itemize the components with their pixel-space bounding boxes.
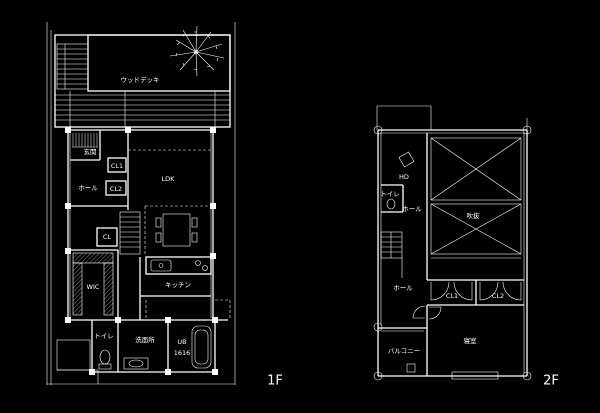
label-closet-2-2f: CL2 [492,292,504,300]
label-entrance: 玄関 [84,147,97,156]
label-closet-1: CL1 [111,162,123,170]
label-toilet-1f: トイレ [94,332,114,340]
label-kitchen: キッチン [165,281,191,289]
floor-1-plan: ウッドデッキ [46,22,283,389]
walk-in-closet-shelving [70,249,119,320]
label-bedroom: 寝室 [464,336,478,345]
entrance-area [70,130,101,161]
label-washroom: 洗面所 [135,335,155,344]
floor-1-entry-step [56,339,99,384]
ldk-dashed-lines [144,205,211,255]
bedroom-window-bench [451,371,499,380]
label-closet-1-2f: CL1 [446,292,458,300]
label-walk-in-closet: WIC [87,283,100,291]
label-balcony: バルコニー [388,347,420,355]
floor-1-staircase [119,211,141,255]
site-boundary [46,22,236,385]
floor-1-exterior-walls [66,129,228,373]
label-toilet-2f: トイレ [380,190,400,198]
floor-2-posts [373,125,532,381]
label-hall-lower: ホール [393,284,413,292]
closet-box [96,227,118,247]
dining-table-with-chairs [155,213,198,247]
floor-1-level-label: 1F [267,374,283,389]
balcony-area [381,330,424,373]
palm-tree-symbol [169,25,225,77]
label-unit-bath: UB [177,338,186,346]
deck-steps [56,43,89,90]
label-wood-deck: ウッドデッキ [121,75,160,84]
hall-partition-walls [70,130,211,210]
void-atrium [430,137,522,259]
floor-2-toilet-fixture [386,198,396,210]
label-void: 吹抜 [467,211,481,220]
bedroom-door-swing [412,305,442,320]
floor-2-plan: HD 吹抜 トイレ ホール ホール [373,105,559,389]
closet-2-box [105,180,127,196]
floor-2-closet-doors [430,281,522,301]
floor-2-exterior-walls [377,129,528,377]
label-hall-upper: ホール [402,205,422,213]
closet-1-box [107,157,127,173]
hd-symbol [398,151,415,168]
floor-2-staircase [380,231,403,278]
floor-2-interior-walls [378,133,524,376]
label-hd: HD [399,173,409,181]
washroom-vanity [123,320,169,372]
kitchen-counter [139,256,212,320]
label-unit-bath-size: 1616 [174,349,191,357]
floor-2-level-label: 2F [543,374,559,389]
floor-1-toilet-fixture [98,320,119,372]
label-closet-2: CL2 [110,185,122,193]
floor-1-dashed-outside [145,299,231,320]
floor-2-roof-line [376,105,528,130]
label-closet: CL [103,233,112,241]
unit-bath-tub [191,325,212,369]
label-hall: ホール [78,184,98,192]
label-ldk: LDK [162,175,176,183]
